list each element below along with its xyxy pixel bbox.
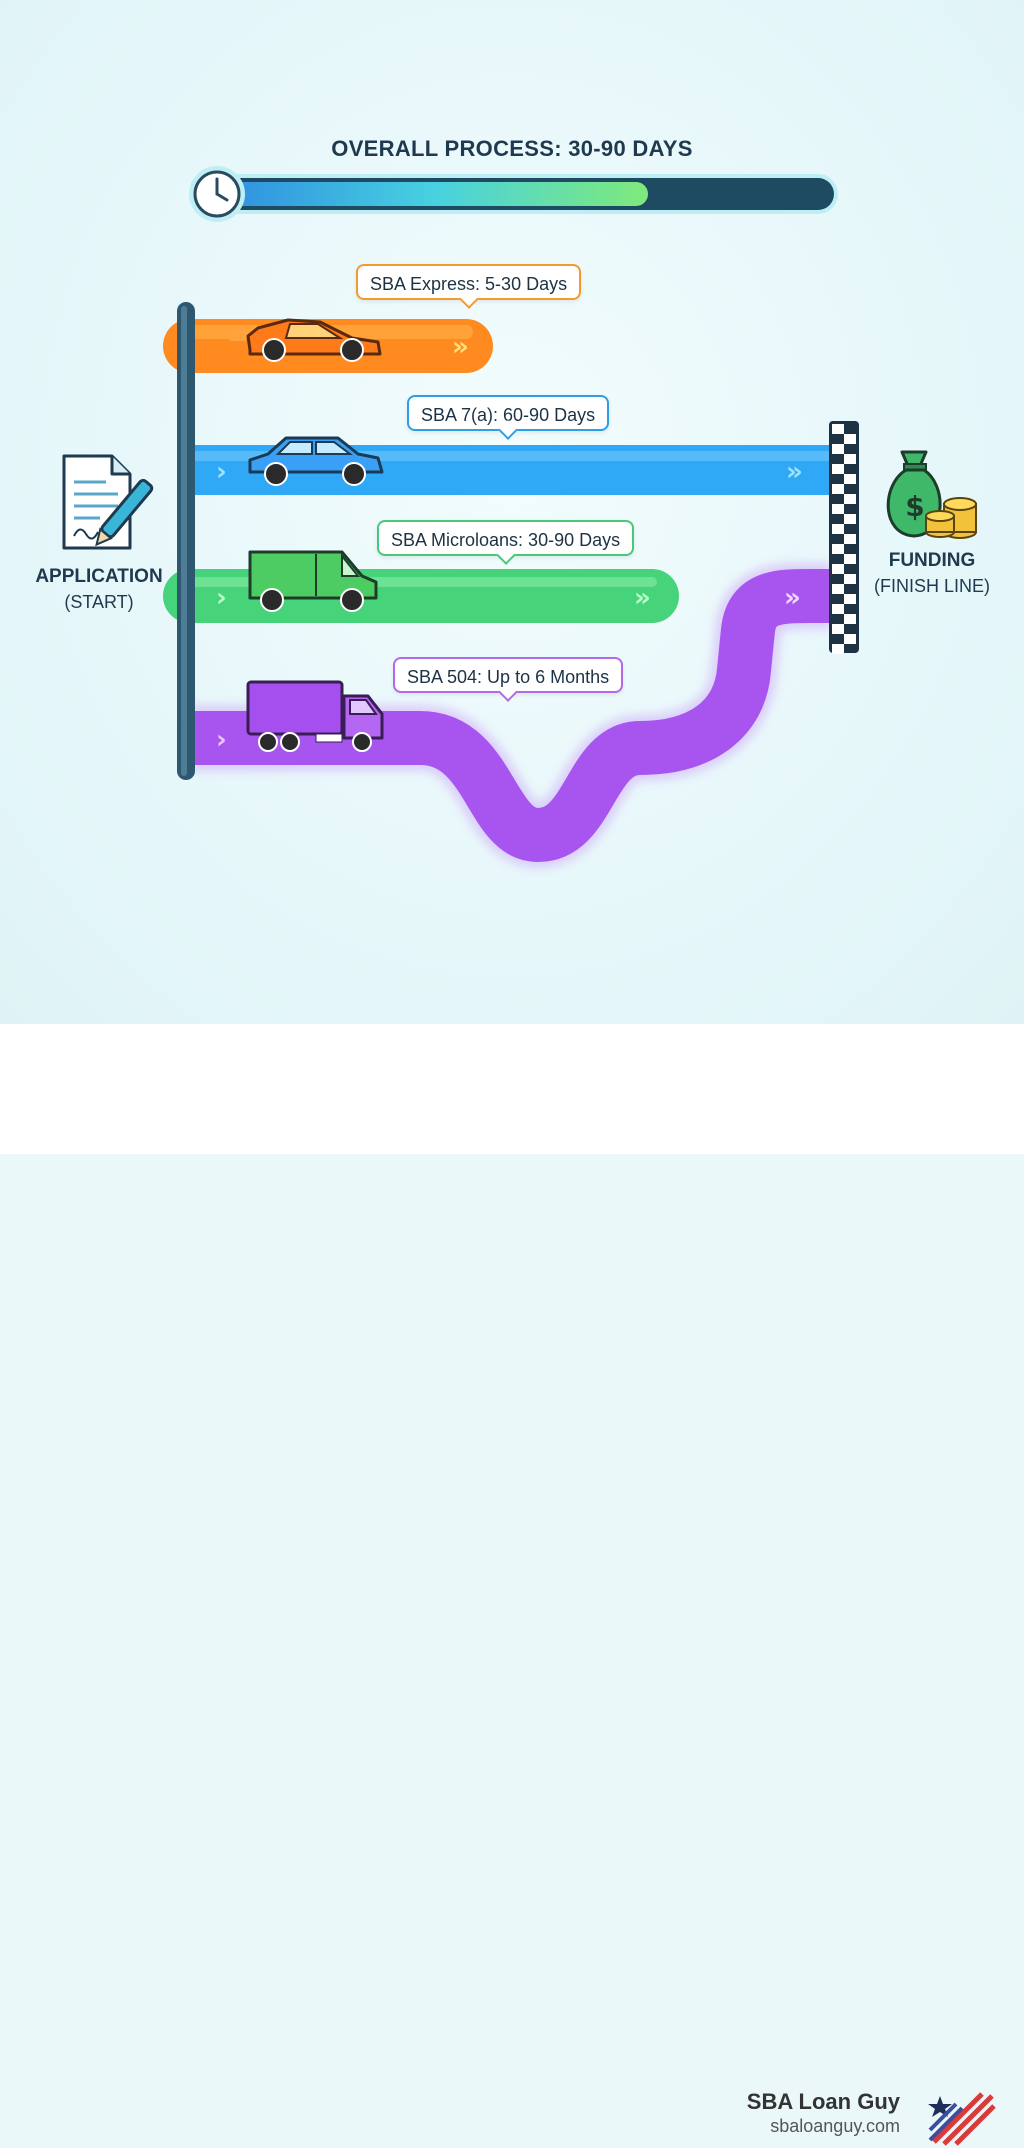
overall-progress-bar bbox=[189, 166, 838, 222]
route-504-arrow-end: » bbox=[784, 583, 801, 613]
finish-label: FUNDING (FINISH LINE) bbox=[864, 550, 1000, 597]
sports-car-icon bbox=[230, 318, 382, 362]
route-504-arrow-start: › bbox=[216, 725, 227, 755]
start-label: APPLICATION (START) bbox=[24, 566, 174, 613]
finish-subtitle: (FINISH LINE) bbox=[873, 576, 990, 596]
route-7a-arrow-start: › bbox=[216, 457, 227, 487]
route-microloans-arrow-start: › bbox=[216, 583, 227, 613]
coin-stack-icon bbox=[925, 497, 977, 539]
route-7a-arrow-end: » bbox=[786, 457, 803, 487]
brand-url[interactable]: sbaloanguy.com bbox=[770, 2116, 900, 2136]
route-504-track: › » bbox=[190, 563, 837, 869]
finish-line-checkered bbox=[829, 421, 859, 654]
start-title: APPLICATION bbox=[35, 566, 163, 587]
money-bag-icon: $ bbox=[886, 450, 977, 539]
brand-name: SBA Loan Guy bbox=[746, 2089, 900, 2114]
route-tracks: » › » › » › » bbox=[62, 302, 977, 869]
timeline-infographic: OVERALL PROCESS: 30-90 DAYS bbox=[0, 0, 1024, 1024]
route-504-label: SBA 504: Up to 6 Months bbox=[393, 657, 624, 693]
overall-process-title: OVERALL PROCESS: 30-90 DAYS bbox=[331, 136, 693, 161]
route-microloans-arrow-end: » bbox=[634, 583, 651, 613]
van-icon bbox=[248, 550, 378, 612]
overall-progress-fill bbox=[224, 182, 648, 206]
clock-icon bbox=[189, 166, 245, 222]
application-document-icon bbox=[62, 454, 154, 550]
footer: SBA Loan Guy sbaloanguy.com bbox=[0, 1024, 1024, 2146]
box-truck-icon bbox=[246, 680, 384, 752]
pen-icon bbox=[95, 478, 154, 547]
svg-text:$: $ bbox=[905, 490, 924, 523]
finish-title: FUNDING bbox=[888, 550, 976, 571]
route-express-arrow: » bbox=[452, 332, 469, 362]
sedan-icon bbox=[248, 436, 384, 486]
start-subtitle: (START) bbox=[64, 592, 134, 612]
route-microloans-label: SBA Microloans: 30-90 Days bbox=[377, 520, 635, 556]
brand-logo-icon bbox=[928, 2092, 996, 2146]
route-7a-label: SBA 7(a): 60-90 Days bbox=[407, 395, 610, 431]
route-express-label: SBA Express: 5-30 Days bbox=[356, 264, 582, 300]
